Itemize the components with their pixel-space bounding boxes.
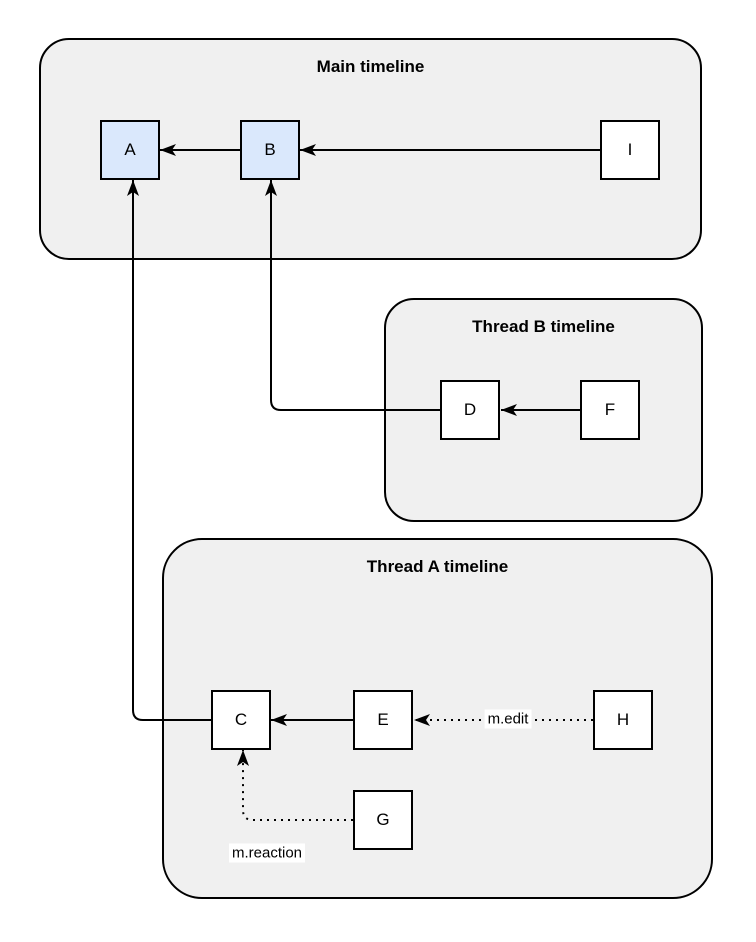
thread-a-timeline-title: Thread A timeline (366, 557, 509, 576)
container-thread-b-timeline: Thread B timeline (384, 298, 703, 522)
node-b-label: B (264, 140, 276, 159)
main-timeline-title: Main timeline (316, 57, 425, 76)
node-e-label: E (377, 710, 389, 729)
node-e: E (353, 690, 413, 750)
node-d-label: D (463, 400, 477, 419)
node-h-label: H (616, 710, 630, 729)
node-i: I (600, 120, 660, 180)
node-a-label: A (124, 140, 136, 159)
node-h: H (593, 690, 653, 750)
node-c: C (211, 690, 271, 750)
node-d: D (440, 380, 500, 440)
node-c-label: C (234, 710, 248, 729)
node-a: A (100, 120, 160, 180)
node-f-label: F (604, 400, 616, 419)
node-b: B (240, 120, 300, 180)
thread-b-timeline-title: Thread B timeline (472, 317, 615, 336)
node-g-label: G (376, 810, 390, 829)
node-i-label: I (627, 140, 633, 159)
node-g: G (353, 790, 413, 850)
edge-label-m-edit: m.edit (484, 709, 532, 729)
node-f: F (580, 380, 640, 440)
edge-label-m-reaction: m.reaction (228, 843, 306, 863)
